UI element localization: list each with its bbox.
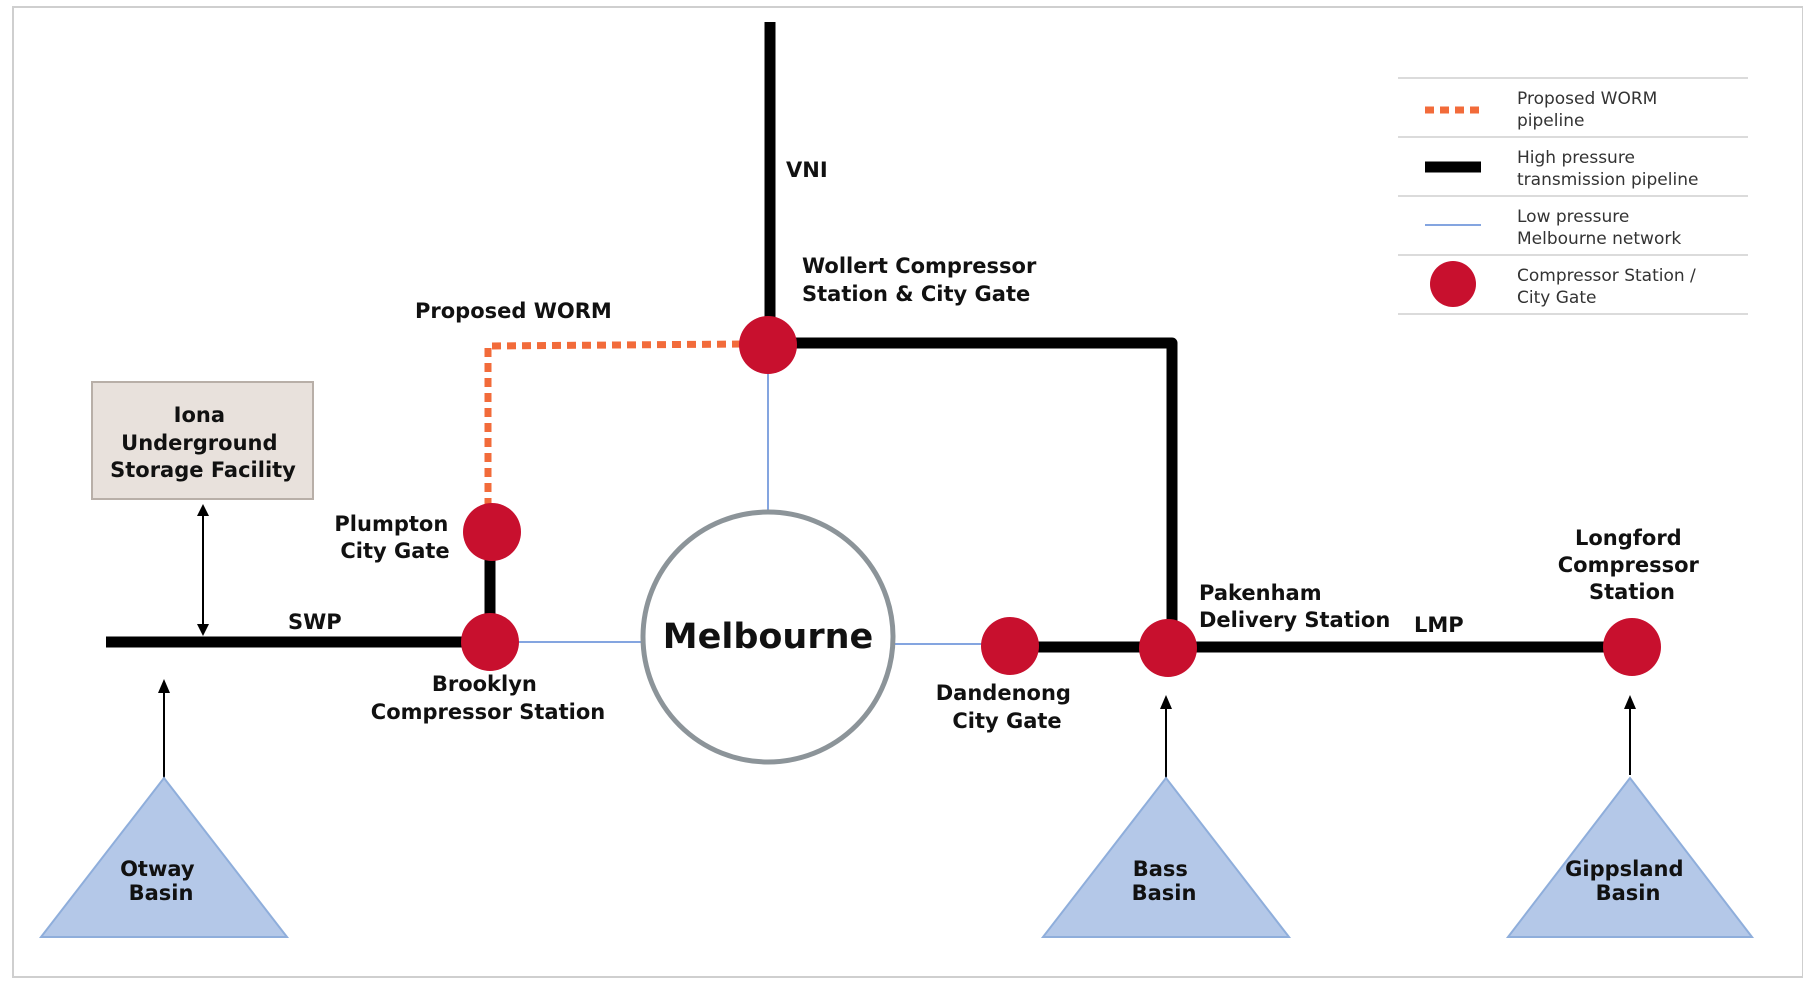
- stations: [461, 316, 1661, 677]
- legend-low-pressure-text: Low pressure Melbourne network: [1517, 207, 1681, 249]
- iona-swp-arrow: [197, 504, 209, 636]
- legend-station-text: Compressor Station / City Gate: [1517, 266, 1701, 308]
- brooklyn-label: Brooklyn Compressor Station: [371, 672, 605, 724]
- bass-basin-label: Bass Basin: [1132, 857, 1197, 905]
- pakenham-station: [1139, 619, 1197, 677]
- otway-basin: [38, 776, 290, 938]
- wollert-pakenham-pipeline: [770, 337, 1178, 647]
- wollert-label: Wollert Compressor Station & City Gate: [802, 254, 1044, 306]
- lmp-label: LMP: [1414, 613, 1464, 637]
- longford-station: [1603, 618, 1661, 676]
- legend-proposed-text: Proposed WORM pipeline: [1517, 89, 1663, 131]
- bass-basin: [1040, 776, 1292, 938]
- basins: [38, 776, 1755, 938]
- proposed-worm-label: Proposed WORM: [415, 299, 612, 323]
- dandenong-station: [981, 617, 1039, 675]
- iona-label: Iona Underground Storage Facility: [110, 403, 296, 482]
- proposed-worm-pipeline: [484, 340, 743, 507]
- legend-station-symbol: [1430, 261, 1476, 307]
- gippsland-basin: [1505, 776, 1755, 938]
- vni-label: VNI: [786, 158, 828, 182]
- melbourne-circle: [640, 509, 896, 765]
- legend: Proposed WORM pipeline High pressure tra…: [1398, 77, 1748, 315]
- frame-border: [12, 6, 1803, 978]
- otway-basin-label: Otway Basin: [120, 857, 202, 905]
- plumpton-station: [463, 503, 521, 561]
- dandenong-label: Dandenong City Gate: [936, 681, 1079, 733]
- melbourne-label: Melbourne: [663, 617, 874, 657]
- brooklyn-station: [461, 613, 519, 671]
- longford-label: Longford Compressor Station: [1558, 526, 1706, 604]
- high-pressure-pipelines: [106, 22, 1632, 653]
- plumpton-label: Plumpton City Gate: [334, 512, 455, 563]
- basin-arrows: [158, 679, 1636, 778]
- wollert-station: [739, 316, 797, 374]
- swp-label: SWP: [288, 610, 342, 634]
- gippsland-basin-label: Gippsland Basin: [1565, 857, 1691, 905]
- iona-storage-box: [91, 381, 314, 500]
- pakenham-label: Pakenham Delivery Station: [1199, 581, 1390, 632]
- legend-high-pressure-text: High pressure transmission pipeline: [1517, 148, 1698, 190]
